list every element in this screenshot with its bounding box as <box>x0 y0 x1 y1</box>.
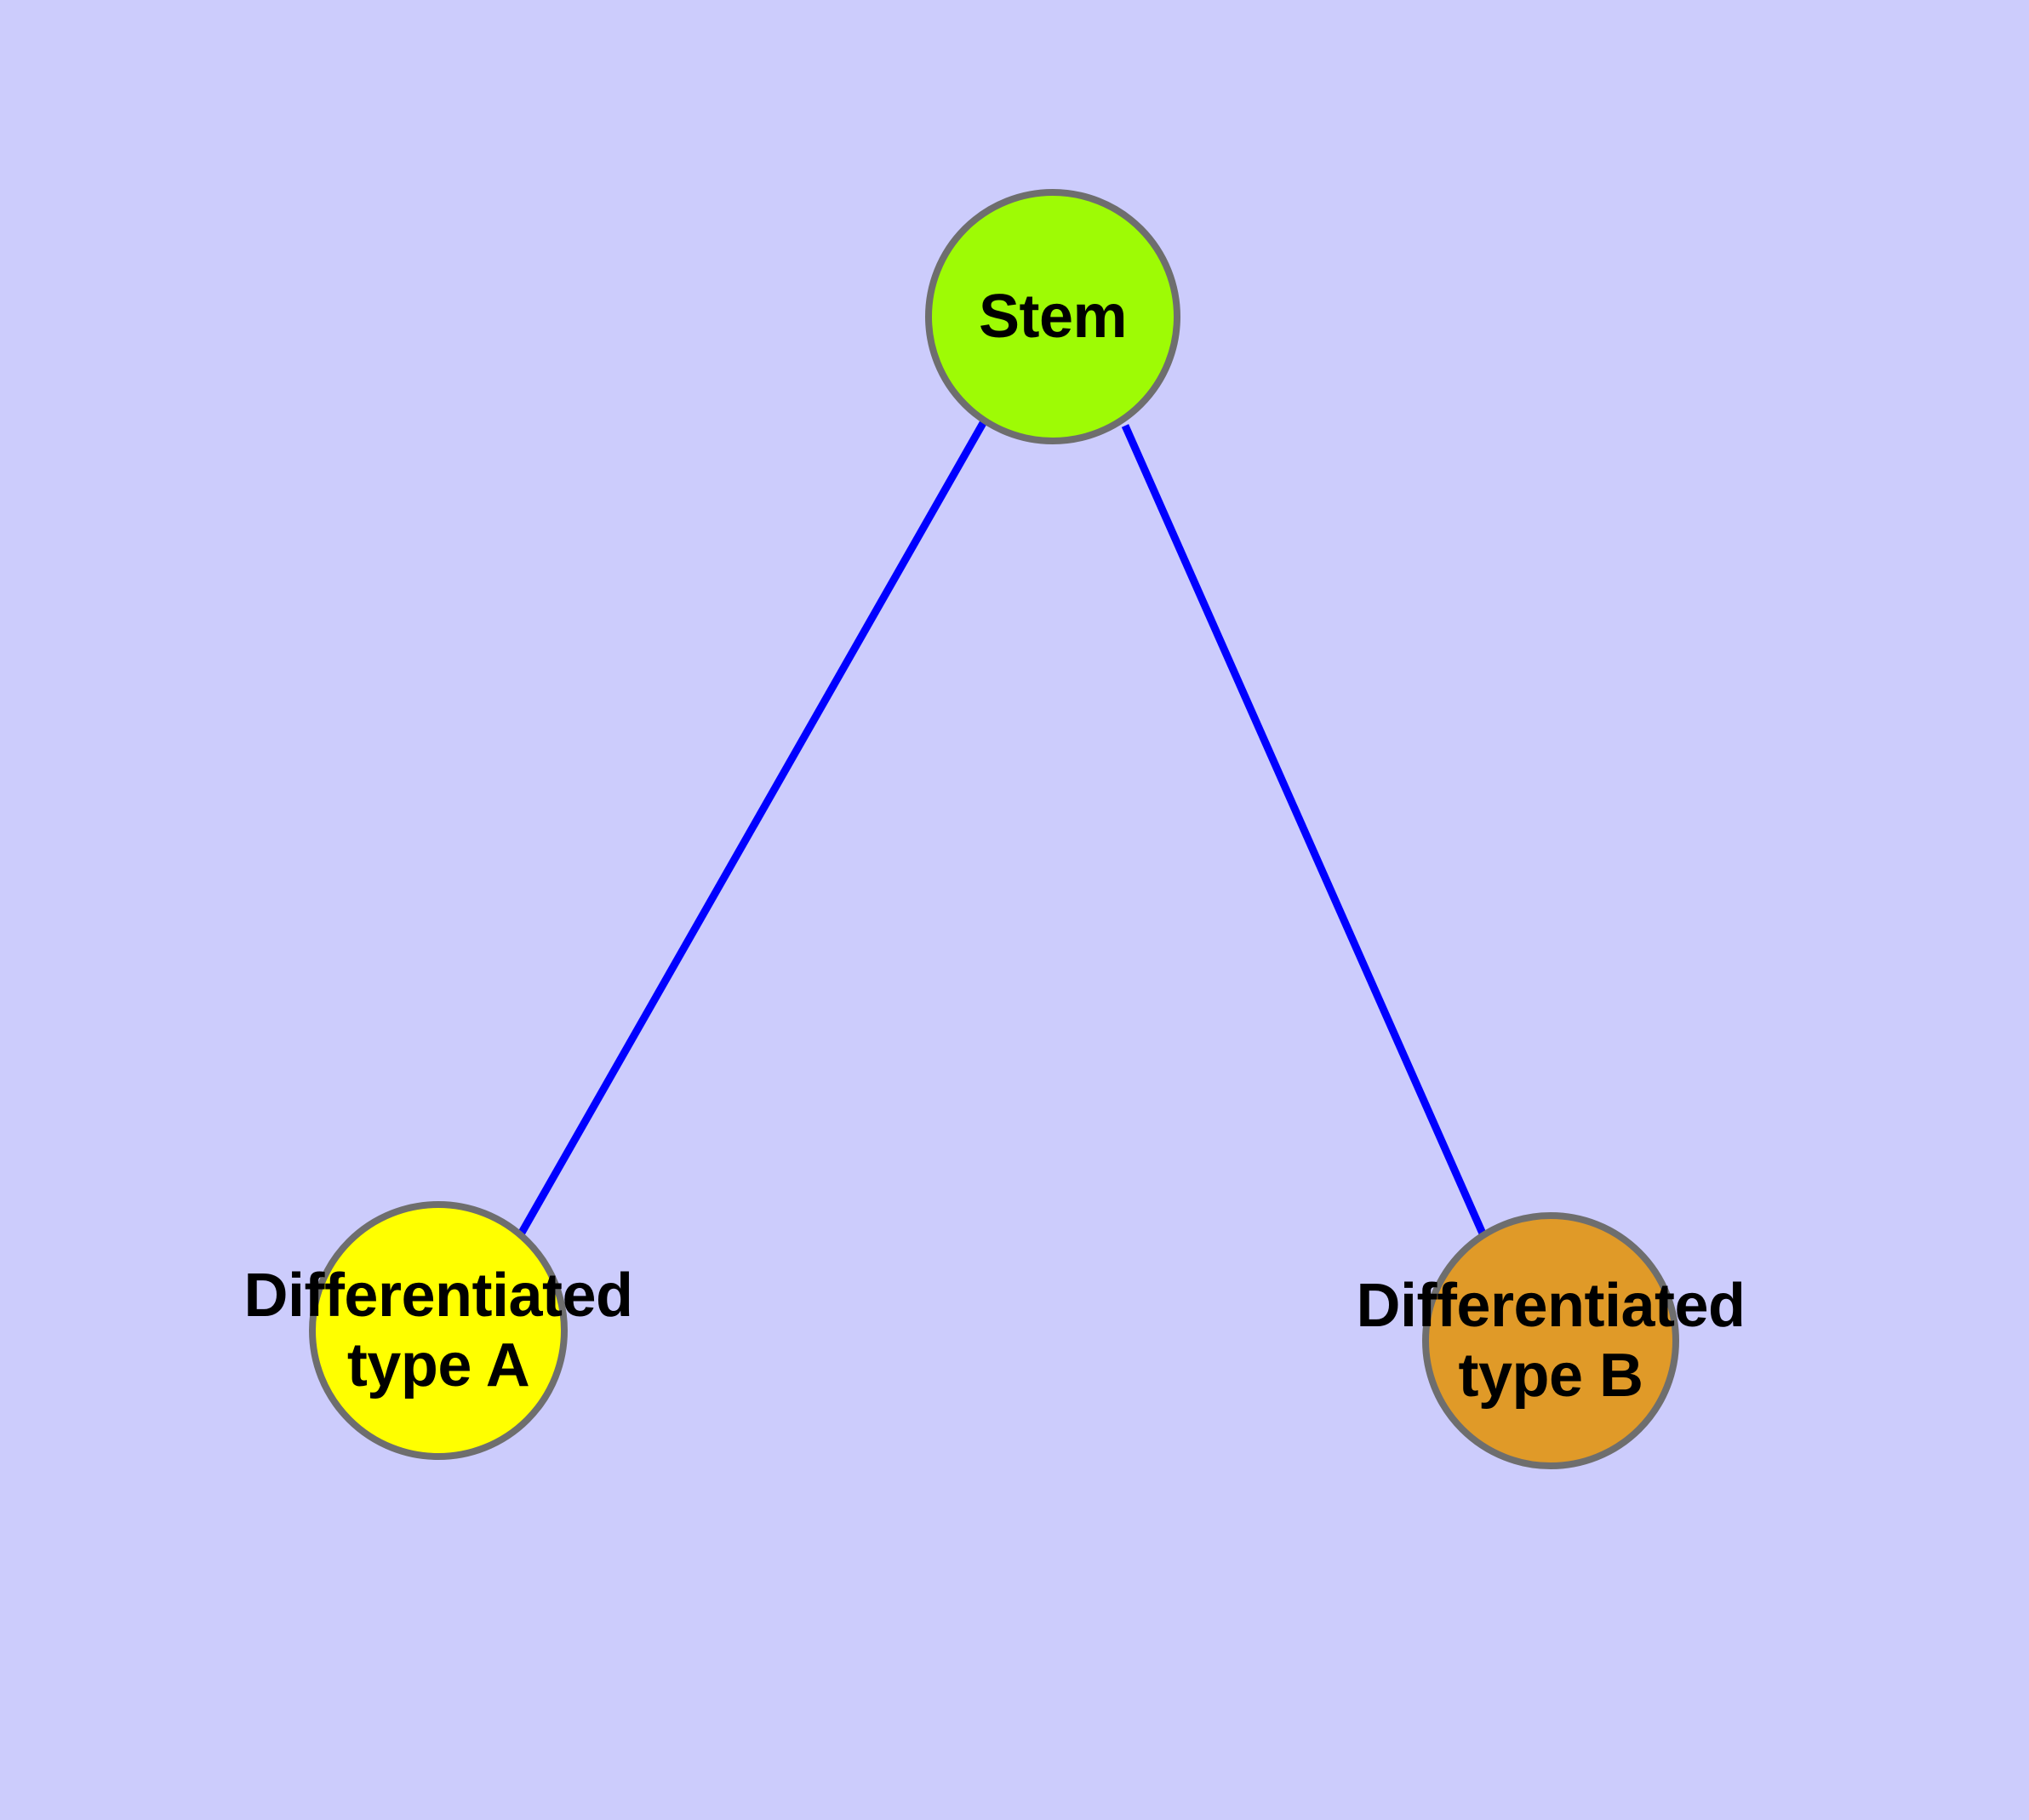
node-differentiated-type-b-circle <box>1422 1212 1679 1469</box>
edge-stem-to-differentiated-type-a[interactable] <box>518 421 986 1235</box>
node-differentiated-type-a[interactable]: Differentiated type A <box>243 1201 633 1460</box>
node-stem-circle <box>925 189 1180 444</box>
edge-stem-to-differentiated-type-b[interactable] <box>1121 424 1487 1235</box>
node-differentiated-type-b[interactable]: Differentiated type B <box>1356 1212 1746 1469</box>
node-stem[interactable]: Stem <box>925 189 1180 444</box>
node-differentiated-type-a-circle <box>309 1201 568 1460</box>
